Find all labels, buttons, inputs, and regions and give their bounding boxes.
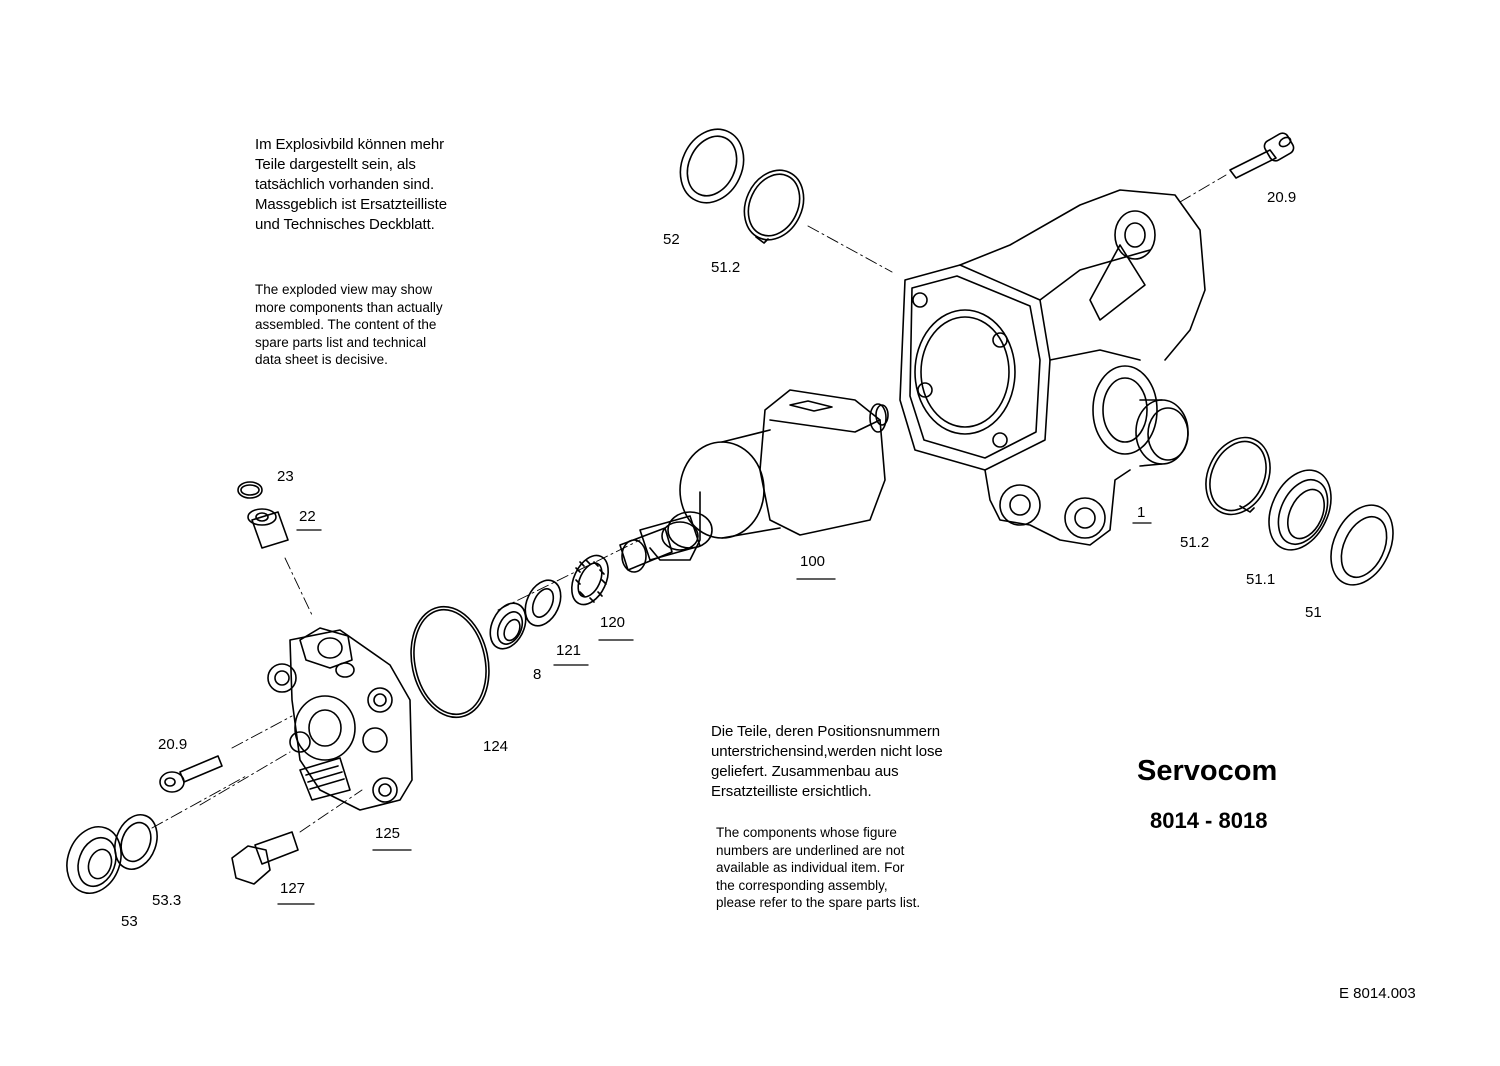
seal-ring-52: [679, 128, 745, 204]
plug-screw-22: [247, 508, 289, 549]
hex-bolt-127: [231, 831, 299, 885]
model-range: 8014 - 8018: [1150, 808, 1268, 833]
retaining-ring-51-2-right: [1205, 436, 1271, 516]
needle-bearing-120: [571, 554, 609, 606]
socket-screw-20-9-top: [1229, 132, 1295, 179]
shaft-seal-8: [489, 602, 527, 650]
note-exploded-view-de: Im Explosivbild können mehr Teile darges…: [255, 136, 447, 233]
label-underlines: [277, 522, 1152, 905]
o-ring-23: [237, 481, 263, 499]
label-1: 1: [1137, 504, 1145, 521]
label-22: 22: [299, 508, 316, 525]
label-127: 127: [280, 880, 305, 897]
label-20-9-top: 20.9: [1267, 189, 1296, 206]
label-51: 51: [1305, 604, 1322, 621]
label-8: 8: [533, 666, 541, 683]
label-53: 53: [121, 913, 138, 930]
socket-screw-20-9-left: [159, 755, 223, 793]
assembly-lines: [151, 174, 1227, 833]
seal-51-1: [1268, 469, 1332, 551]
label-121: 121: [556, 642, 581, 659]
washer-121: [524, 579, 562, 627]
washer-53-3: [114, 814, 158, 870]
label-23: 23: [277, 468, 294, 485]
seal-cap-53: [66, 826, 122, 894]
product-title: Servocom: [1137, 755, 1278, 787]
cover-125: [267, 627, 413, 811]
retaining-ring-51-2-top: [743, 169, 805, 244]
document-reference: E 8014.003: [1339, 985, 1416, 1002]
o-ring-124: [410, 605, 490, 719]
label-125: 125: [375, 825, 400, 842]
label-51-1: 51.1: [1246, 571, 1275, 588]
label-52: 52: [663, 231, 680, 248]
part-labels: 52 51.2 20.9 1 51.2 51.1 51 100 23 22 12…: [121, 189, 1322, 930]
note-exploded-view-en: The exploded view may show more componen…: [255, 282, 443, 367]
label-53-3: 53.3: [152, 892, 181, 909]
piston-assembly-100: [619, 389, 889, 573]
label-124: 124: [483, 738, 508, 755]
note-underlined-parts-de: Die Teile, deren Positionsnummern unters…: [711, 723, 943, 800]
steering-housing-1: [899, 189, 1206, 546]
label-51-2-top: 51.2: [711, 259, 740, 276]
note-underlined-parts-en: The components whose figure numbers are …: [716, 825, 921, 910]
label-51-2-right: 51.2: [1180, 534, 1209, 551]
seal-51: [1330, 504, 1394, 586]
label-100: 100: [800, 553, 825, 570]
label-20-9-left: 20.9: [158, 736, 187, 753]
label-120: 120: [600, 614, 625, 631]
